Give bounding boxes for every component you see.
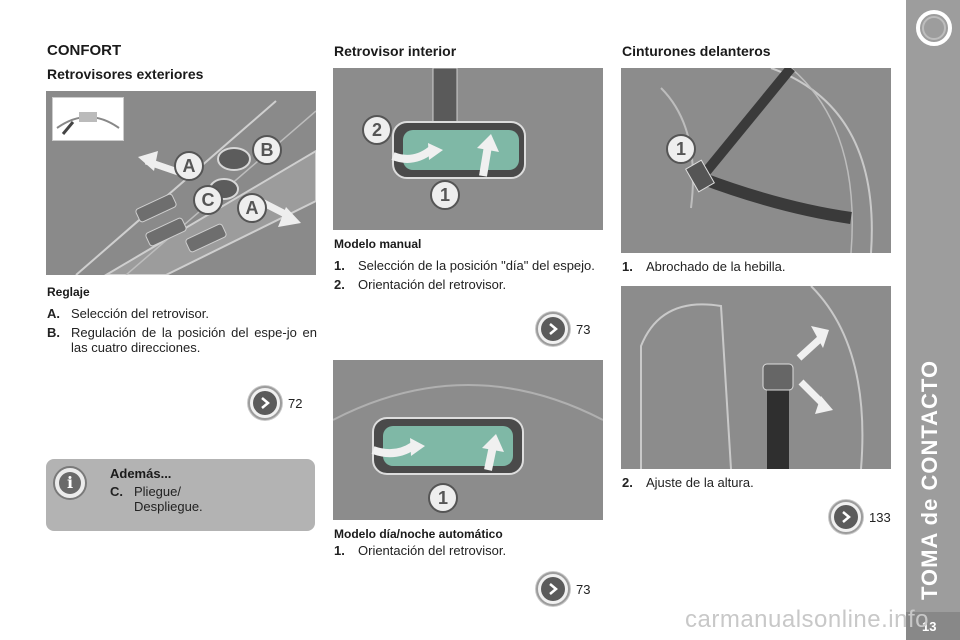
interior-mirror-heading: Retrovisor interior [334, 43, 457, 59]
item-key: 1. [622, 259, 633, 274]
belt-height-drawing [621, 286, 891, 469]
belt-height-illustration [621, 286, 891, 469]
chevron-right-icon [536, 312, 570, 346]
info-title: Además... [110, 466, 172, 481]
item-text: Orientación del retrovisor. [358, 277, 507, 292]
info-box [46, 459, 315, 531]
info-text-line-1: Pliegue/ [134, 484, 181, 499]
chapter-side-label: TOMA de CONTACTO [917, 359, 942, 600]
page-ref-72[interactable]: 72 [248, 386, 302, 420]
belt-buckle-illustration: 1 [621, 68, 891, 253]
page-ref-number: 73 [576, 321, 591, 337]
page-number-box [906, 612, 960, 640]
page-ref-number: 72 [288, 395, 303, 411]
watermark: carmanualsonline.info [685, 606, 929, 633]
page-ref-number: 133 [869, 509, 891, 525]
belt-item-1: 1. Abrochado de la hebilla. [622, 259, 892, 274]
manual-model-subheading: Modelo manual [334, 237, 422, 251]
manual-mirror-drawing [333, 68, 603, 230]
callout-1-belt: 1 [666, 134, 696, 164]
item-key: B. [47, 325, 60, 340]
page-ref-73-auto[interactable]: 73 [536, 572, 590, 606]
item-key: 1. [334, 258, 345, 273]
callout-1-auto: 1 [428, 483, 458, 513]
exterior-item-a: A. Selección del retrovisor. [47, 306, 317, 321]
info-item: C. Pliegue/ Despliegue. [110, 484, 300, 514]
callout-c: C [193, 185, 223, 215]
auto-model-subheading: Modelo día/noche automático [334, 527, 503, 541]
exterior-items: A. Selección del retrovisor. B. Regulaci… [47, 306, 317, 355]
manual-item-1: 1. Selección de la posición "día" del es… [334, 258, 604, 273]
chapter-sidebar [906, 0, 960, 640]
auto-mirror-drawing [333, 360, 603, 520]
item-text: Abrochado de la hebilla. [646, 259, 786, 274]
page-ref-number: 73 [576, 581, 591, 597]
chevron-right-icon [248, 386, 282, 420]
item-text: Ajuste de la altura. [646, 475, 754, 490]
belt-buckle-drawing [621, 68, 891, 253]
manual-mirror-illustration: 2 1 [333, 68, 603, 230]
item-key: A. [47, 306, 60, 321]
exterior-item-b: B. Regulación de la posición del espe-jo… [47, 325, 317, 355]
item-text: Selección del retrovisor. [71, 306, 210, 321]
auto-items: 1. Orientación del retrovisor. [334, 543, 604, 558]
belt-item-1-wrap: 1. Abrochado de la hebilla. [622, 259, 892, 274]
page-ref-133[interactable]: 133 [829, 500, 891, 534]
item-key: 1. [334, 543, 345, 558]
info-text-line-2: Despliegue. [134, 499, 203, 514]
car-interior-thumbnail [52, 97, 124, 141]
auto-mirror-illustration: 1 [333, 360, 603, 520]
belt-item-2-wrap: 2. Ajuste de la altura. [622, 475, 892, 490]
callout-a-right: A [237, 193, 267, 223]
adjustment-subheading: Reglaje [47, 285, 90, 299]
callout-1: 1 [430, 180, 460, 210]
page-ref-73-manual[interactable]: 73 [536, 312, 590, 346]
chapter-ring-icon [916, 10, 952, 46]
front-belts-heading: Cinturones delanteros [622, 43, 771, 59]
info-key: C. [110, 484, 123, 499]
chevron-right-icon [829, 500, 863, 534]
item-text: Selección de la posición "día" del espej… [358, 258, 595, 273]
belt-item-2: 2. Ajuste de la altura. [622, 475, 892, 490]
item-text: Regulación de la posición del espe-jo en… [71, 325, 317, 355]
manual-items: 1. Selección de la posición "día" del es… [334, 258, 604, 292]
info-icon: i [53, 466, 87, 500]
item-text: Orientación del retrovisor. [358, 543, 507, 558]
callout-2: 2 [362, 115, 392, 145]
exterior-mirrors-heading: Retrovisores exteriores [47, 66, 204, 82]
callout-b: B [252, 135, 282, 165]
page-number: 13 [922, 619, 937, 634]
auto-item-1: 1. Orientación del retrovisor. [334, 543, 604, 558]
item-key: 2. [622, 475, 633, 490]
chevron-right-icon [536, 572, 570, 606]
chapter-title: CONFORT [47, 42, 122, 59]
item-key: 2. [334, 277, 345, 292]
manual-item-2: 2. Orientación del retrovisor. [334, 277, 604, 292]
callout-a: A [174, 151, 204, 181]
info-text-block: Pliegue/ Despliegue. [134, 484, 300, 514]
exterior-mirror-illustration: A B C A [46, 91, 316, 275]
dashboard-thumbnail-drawing [56, 112, 120, 135]
